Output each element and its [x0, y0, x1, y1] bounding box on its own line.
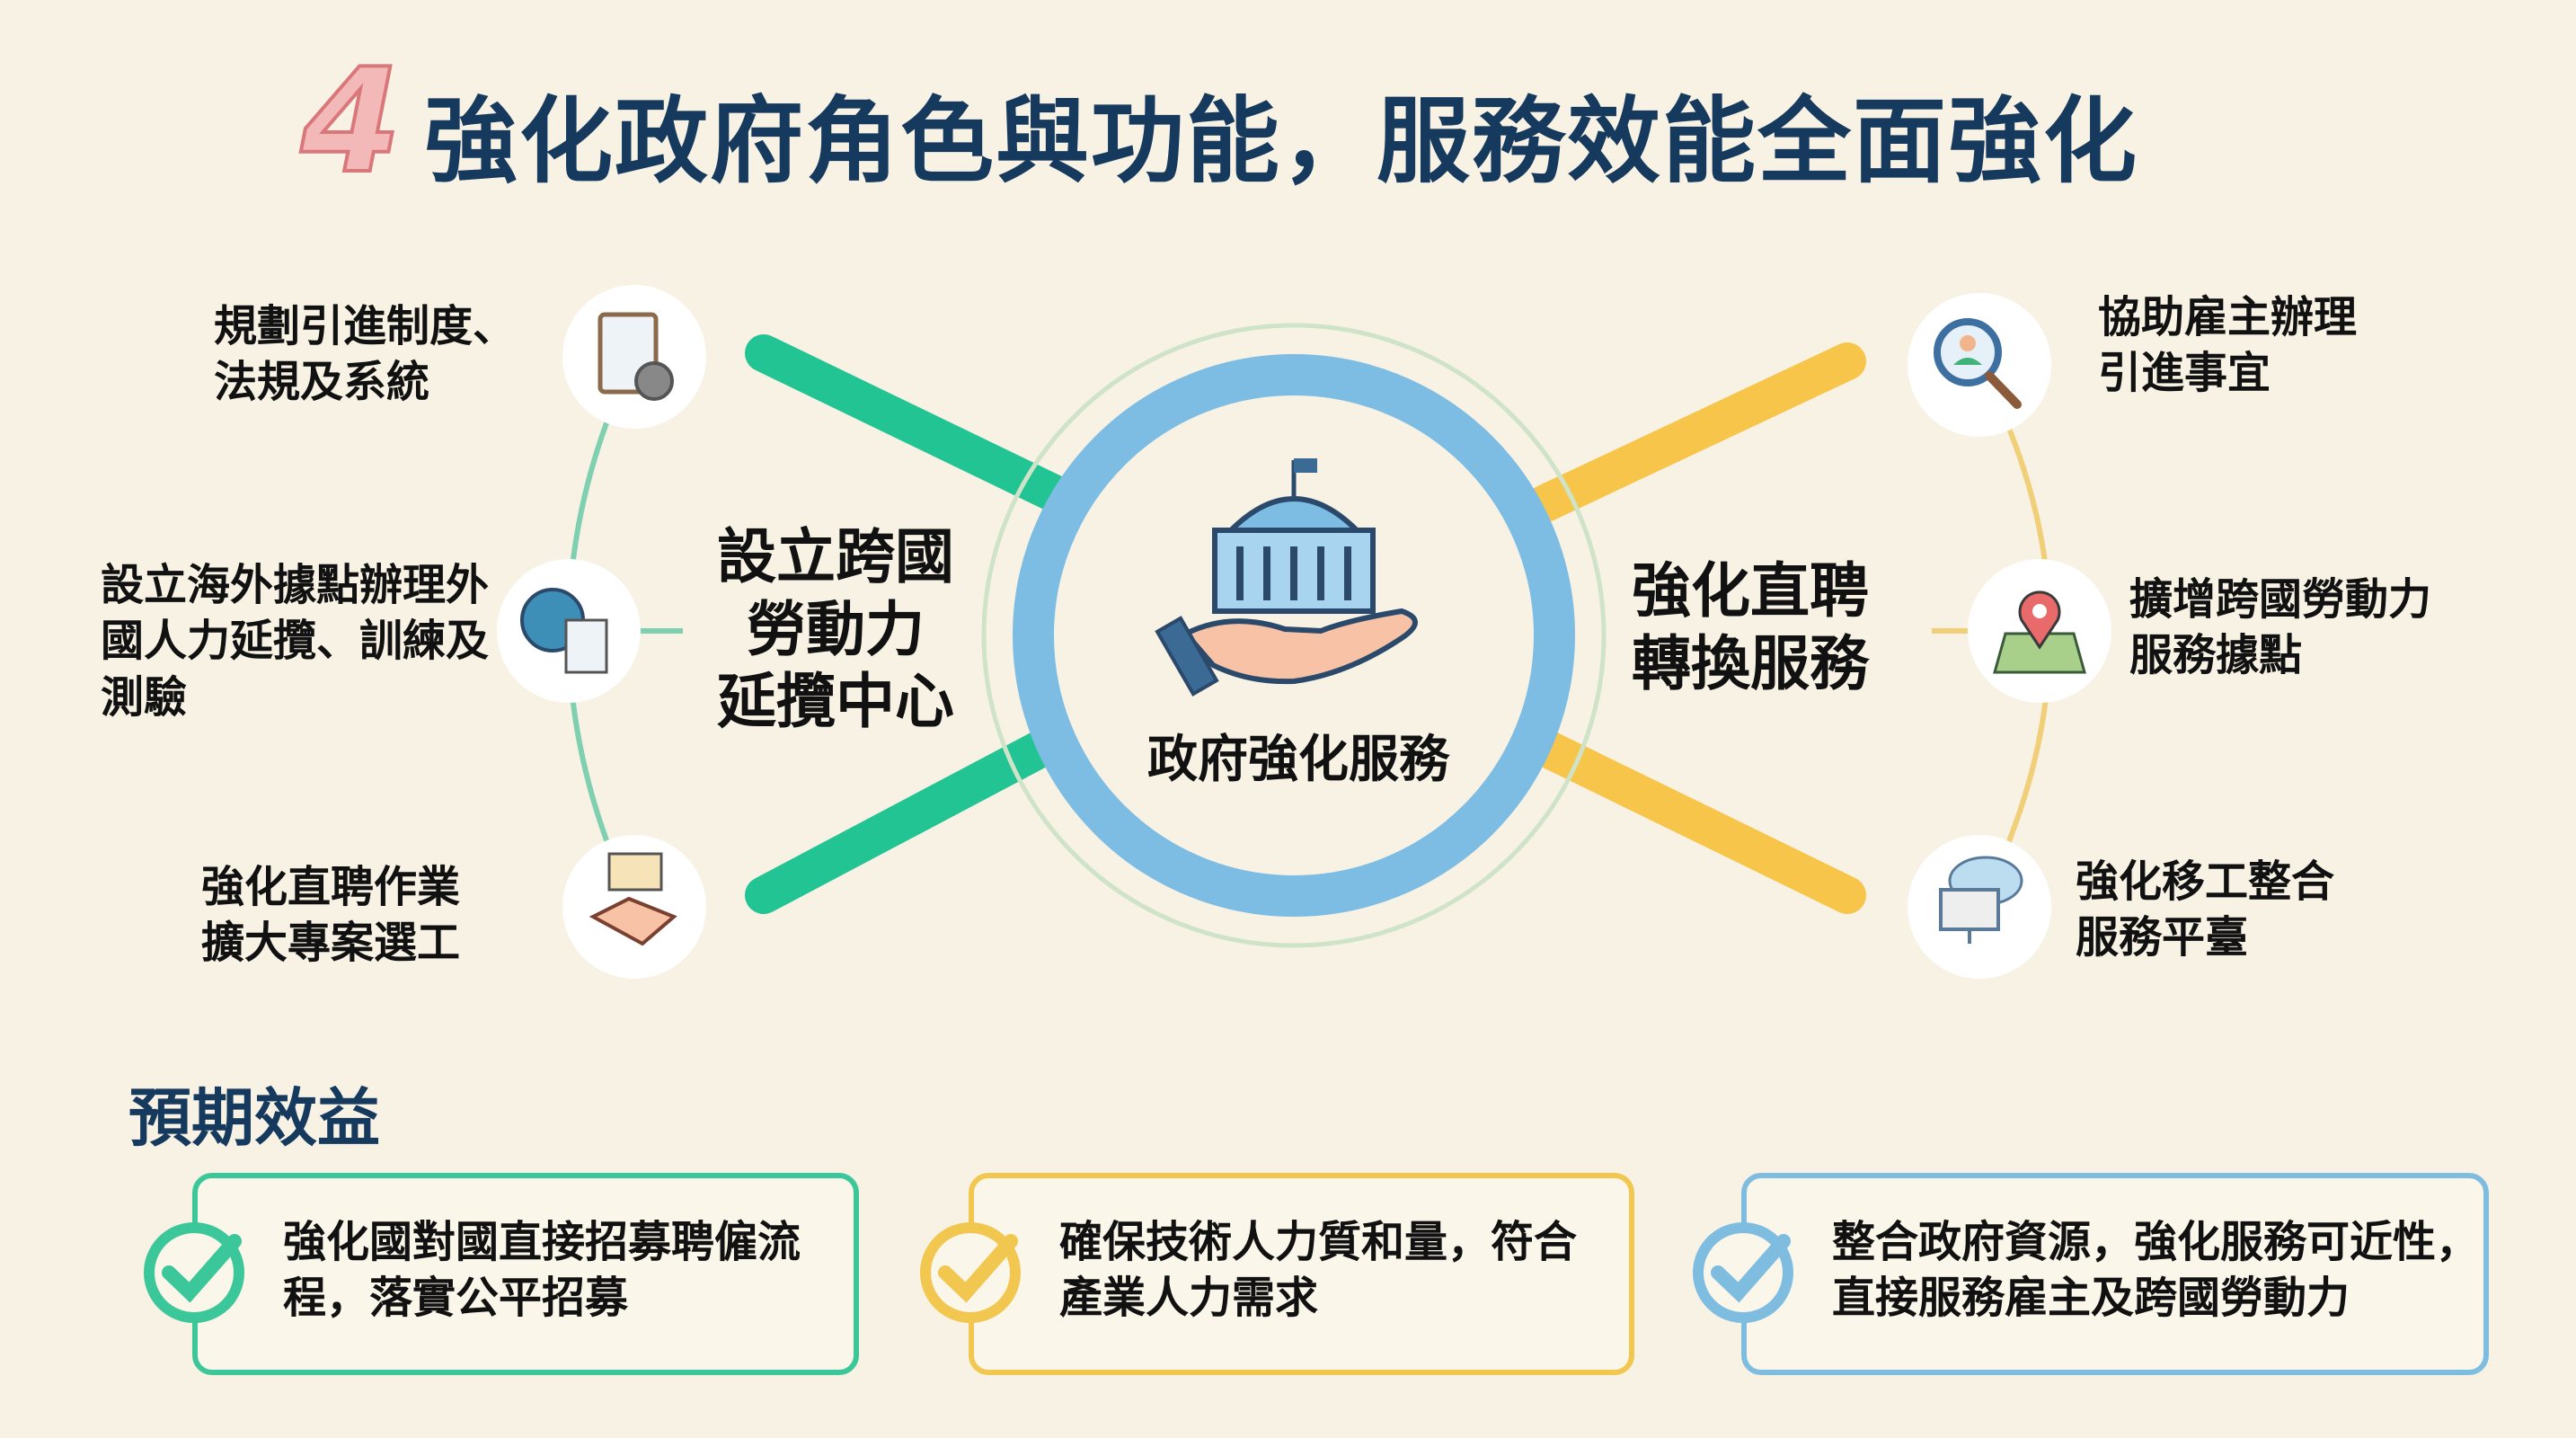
benefit-line: 整合政府資源，強化服務可近性， — [1832, 1217, 2480, 1267]
left-hub-label: 設立跨國 勞動力 延攬中心 — [710, 521, 961, 739]
benefit-line: 直接服務雇主及跨國勞動力 — [1832, 1273, 2350, 1324]
section-number: 4 — [299, 37, 403, 205]
yellow-bar-bottom — [1527, 729, 1866, 914]
checkmark-icon — [920, 1222, 1021, 1323]
right-hub-label: 強化直聘 轉換服務 — [1624, 555, 1876, 700]
checkmark-icon — [1693, 1222, 1793, 1323]
item-line: 國人力延攬、訓練及 — [101, 616, 490, 667]
benefit-card: 確保技術人力質和量，符合產業人力需求 — [920, 1173, 1634, 1375]
benefit-line: 產業人力需求 — [1059, 1273, 1319, 1324]
right-item-employer: 協助雇主辦理 引進事宜 — [2098, 289, 2357, 402]
green-bar-bottom — [745, 729, 1061, 914]
item-line: 規劃引進制度、 — [214, 301, 517, 351]
left-item-overseas: 設立海外據點辦理外 國人力延攬、訓練及 測驗 — [101, 557, 489, 725]
right-hub-line: 轉換服務 — [1632, 628, 1869, 698]
left-hub-line: 延攬中心 — [717, 667, 954, 737]
benefit-card: 強化國對國直接招募聘僱流程，落實公平招募 — [144, 1173, 859, 1375]
outer-ring — [981, 323, 1607, 948]
benefit-card: 整合政府資源，強化服務可近性， 直接服務雇主及跨國勞動力 — [1693, 1173, 2489, 1375]
item-line: 測驗 — [101, 671, 188, 723]
government-building-hand-icon — [1155, 458, 1418, 697]
benefits-title: 預期效益 — [128, 1081, 380, 1155]
page-title: 強化政府角色與功能，服務效能全面強化 — [424, 86, 2139, 196]
checkmark-icon — [144, 1222, 244, 1323]
center-label: 政府強化服務 — [1147, 731, 1449, 789]
yellow-bar-top — [1527, 342, 1866, 522]
item-line: 法規及系統 — [214, 357, 430, 408]
left-item-direct-hire: 強化直聘作業 擴大專案選工 — [201, 859, 460, 972]
item-line: 強化直聘作業 — [201, 862, 461, 912]
left-hub-line: 設立跨國 — [717, 522, 954, 591]
item-line: 設立海外據點辦理外 — [101, 560, 490, 610]
item-line: 強化移工整合 — [2076, 857, 2335, 907]
green-bar-top — [745, 334, 1075, 513]
item-line: 服務據點 — [2129, 630, 2303, 681]
right-hub-line: 強化直聘 — [1632, 556, 1869, 626]
left-hub-line: 勞動力 — [747, 594, 925, 664]
item-line: 擴增跨國勞動力 — [2129, 574, 2432, 625]
benefit-line: 確保技術人力質和量，符合 — [1059, 1217, 1578, 1267]
item-line: 擴大專案選工 — [201, 918, 461, 969]
right-item-platform: 強化移工整合 服務平臺 — [2076, 854, 2334, 966]
benefit-line: 強化國對國直接招募聘僱流 — [283, 1217, 801, 1267]
benefit-line: 程，落實公平招募 — [283, 1273, 629, 1324]
left-item-planning: 規劃引進制度、 法規及系統 — [214, 298, 516, 411]
right-item-service-points: 擴增跨國勞動力 服務據點 — [2129, 572, 2431, 684]
item-line: 協助雇主辦理 — [2098, 292, 2358, 342]
item-line: 引進事宜 — [2098, 348, 2271, 399]
item-line: 服務平臺 — [2076, 912, 2249, 963]
